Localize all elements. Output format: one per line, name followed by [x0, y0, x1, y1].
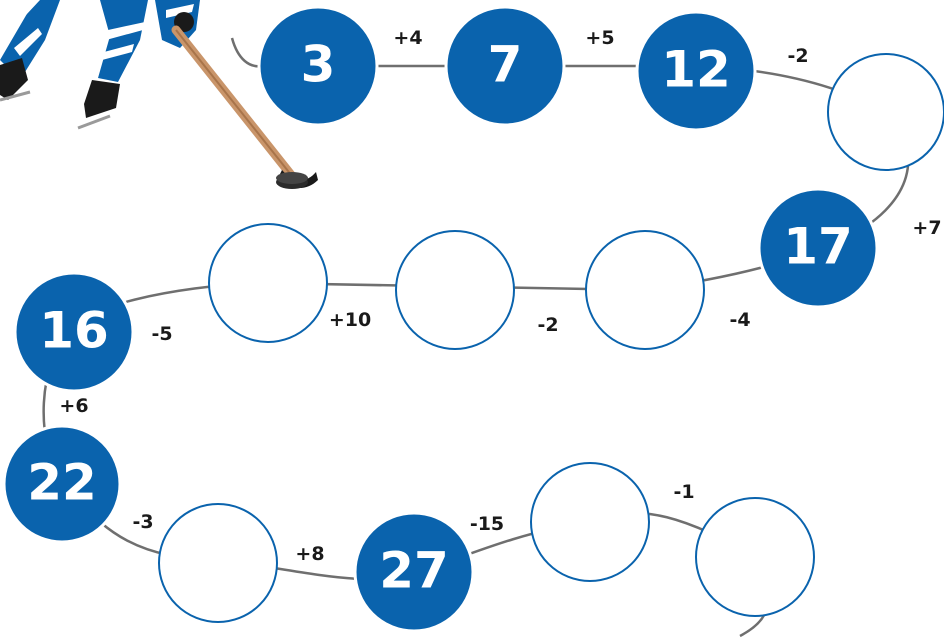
- answer-circle[interactable]: [159, 504, 277, 622]
- given-number-circle: 27: [355, 513, 473, 631]
- circle-number: 17: [783, 218, 853, 276]
- answer-circle-outline: [531, 463, 649, 581]
- operation-label: -5: [151, 323, 172, 345]
- answer-circle-outline: [586, 231, 704, 349]
- operation-label: +7: [912, 217, 941, 239]
- answer-circle[interactable]: [396, 231, 514, 349]
- circle-number: 12: [661, 41, 731, 99]
- operation-label: +5: [585, 27, 614, 49]
- given-number-circle: 22: [4, 426, 120, 542]
- circle-number: 22: [27, 454, 97, 512]
- operation-label: -2: [787, 45, 808, 67]
- operation-label: -15: [470, 513, 504, 535]
- answer-circle[interactable]: [696, 498, 814, 616]
- operation-label: -1: [673, 481, 694, 503]
- circle-number: 16: [39, 302, 109, 360]
- puck-icon: [276, 172, 308, 189]
- hockey-player-icon: [0, 0, 200, 128]
- answer-circle[interactable]: [209, 224, 327, 342]
- operation-label: -4: [729, 309, 750, 331]
- answer-circle-outline: [696, 498, 814, 616]
- answer-circle-outline: [159, 504, 277, 622]
- given-number-circle: 7: [446, 7, 564, 125]
- operation-label: +10: [329, 309, 371, 331]
- given-number-circle: 12: [637, 12, 755, 130]
- answer-circle[interactable]: [828, 54, 944, 170]
- answer-circle-outline: [396, 231, 514, 349]
- given-number-circle: 3: [259, 7, 377, 125]
- answer-circle-outline: [828, 54, 944, 170]
- circle-number: 3: [301, 36, 336, 94]
- answer-circle-outline: [209, 224, 327, 342]
- operation-label: +8: [295, 543, 324, 565]
- operation-label: +6: [59, 395, 88, 417]
- answer-circle[interactable]: [531, 463, 649, 581]
- operation-label: +4: [393, 27, 422, 49]
- given-number-circle: 16: [15, 273, 133, 391]
- circle-number: 7: [488, 36, 523, 94]
- given-number-circle: 17: [759, 189, 877, 307]
- circle-number: 27: [379, 542, 449, 600]
- operation-label: -2: [537, 314, 558, 336]
- answer-circle[interactable]: [586, 231, 704, 349]
- operation-label: -3: [132, 511, 153, 533]
